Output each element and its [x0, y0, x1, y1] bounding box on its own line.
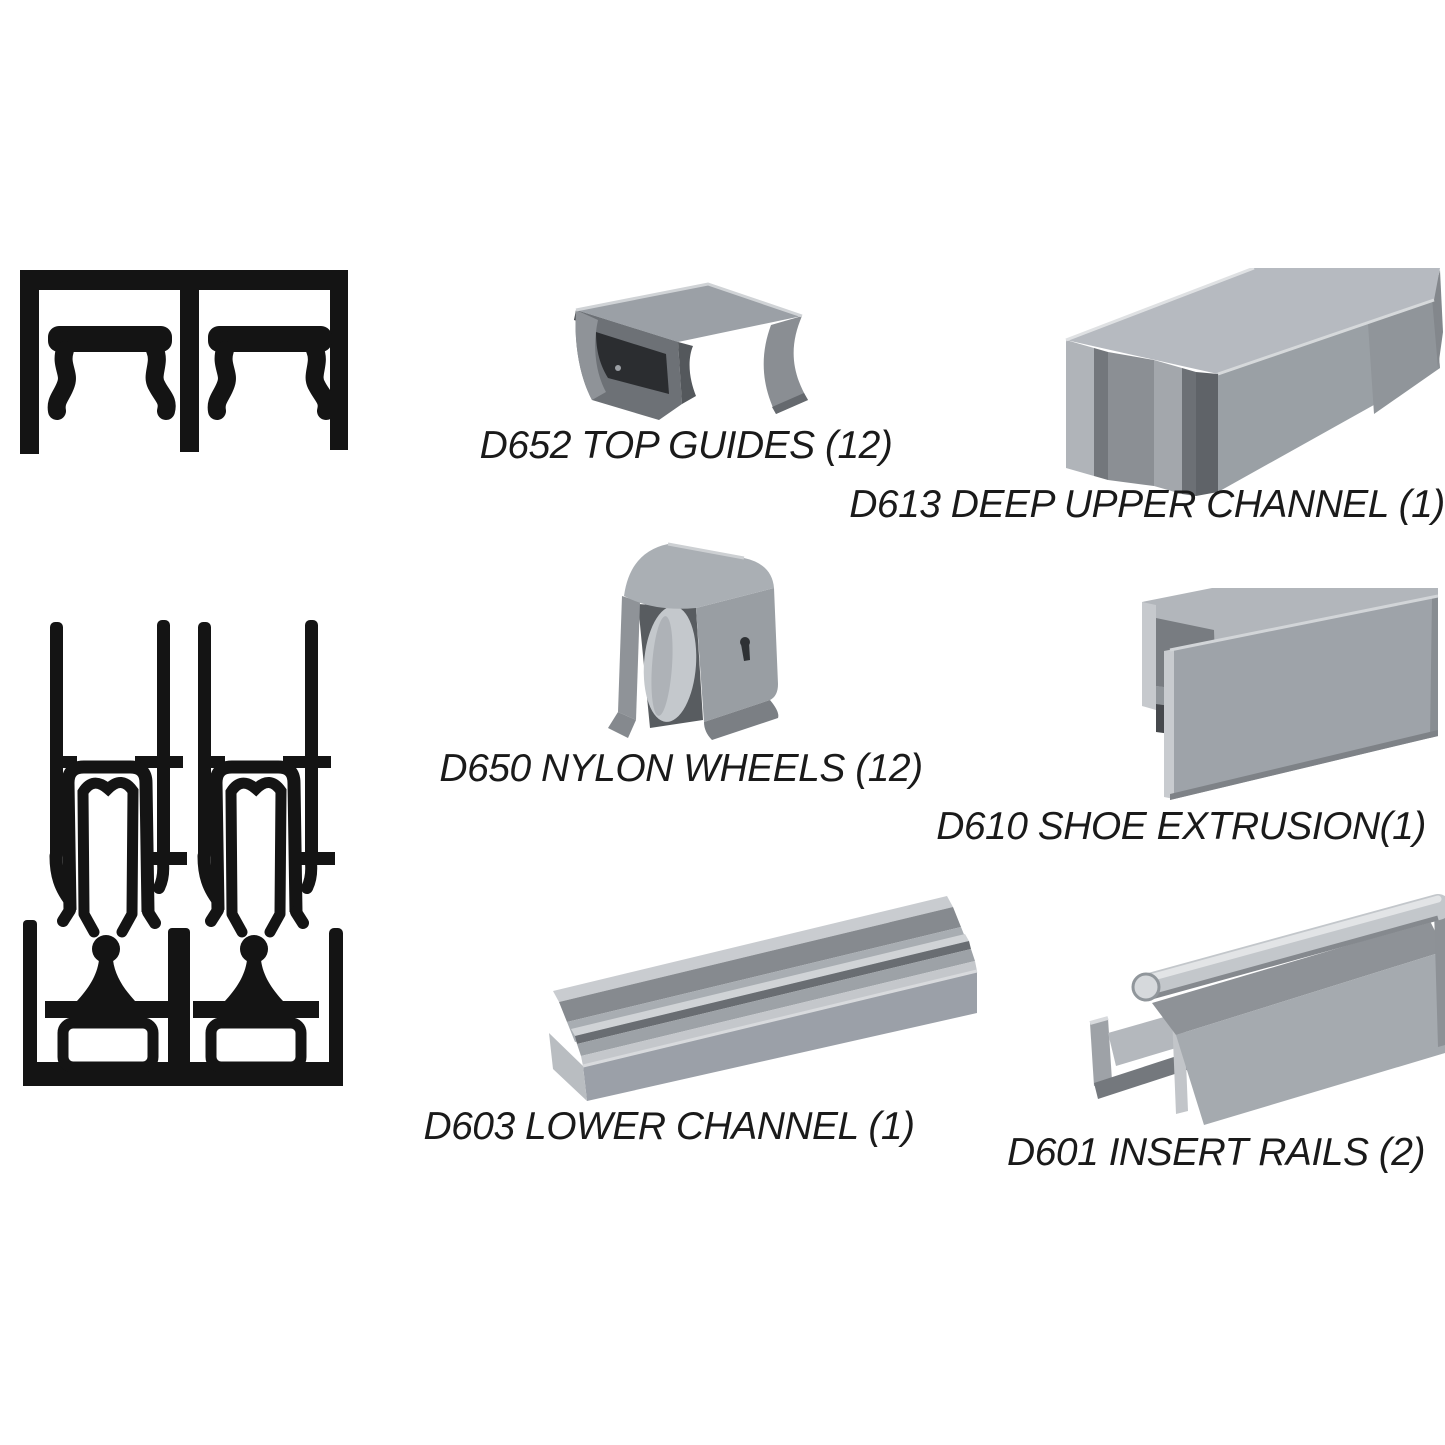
- shoe-extrusion-body: [1142, 588, 1439, 800]
- part-label-d603: D603 LOWER CHANNEL (1): [423, 1105, 915, 1148]
- top-guide-profile-2: [208, 326, 332, 411]
- top-guide-body: [574, 282, 808, 420]
- part-label-d650: D650 NYLON WHEELS (12): [439, 747, 923, 790]
- lower-channel-body: [549, 896, 978, 1101]
- nylon-wheel-body: [608, 542, 779, 740]
- lower-channel-3d-art: [549, 896, 978, 1101]
- part-image-d610-shoe-extrusion: [1112, 588, 1445, 806]
- lower-track-cross-section-diagram: [23, 620, 345, 1088]
- part-label-d613: D613 DEEP UPPER CHANNEL (1): [849, 483, 1445, 526]
- insert-rail-body: [1089, 894, 1445, 1125]
- wheel-assembly-profile-2: [193, 620, 335, 1067]
- insert-rail-3d-art: [1089, 894, 1445, 1125]
- part-image-d603-lower-channel: [535, 883, 980, 1101]
- deep-upper-channel-body: [1065, 268, 1443, 496]
- top-guide-profile: [47, 326, 176, 420]
- upper-track-cross-section-art: [20, 270, 348, 454]
- lower-track-cross-section-art: [23, 620, 343, 1086]
- wheel-assembly-profile: [45, 620, 187, 1073]
- nylon-wheel-3d-art: [608, 542, 779, 740]
- upper-track-cross-section-diagram: [20, 270, 350, 462]
- part-image-d650-nylon-wheel: [592, 524, 822, 754]
- part-label-d601: D601 INSERT RAILS (2): [1007, 1131, 1425, 1174]
- part-label-d652: D652 TOP GUIDES (12): [479, 424, 893, 467]
- part-image-d652-top-guide: [562, 276, 812, 434]
- part-image-d601-insert-rail: [1068, 885, 1445, 1125]
- part-image-d613-deep-upper-channel: [1058, 268, 1445, 498]
- deep-upper-channel-3d-art: [1065, 268, 1443, 496]
- part-label-d610: D610 SHOE EXTRUSION(1): [936, 805, 1426, 848]
- shoe-extrusion-3d-art: [1142, 588, 1439, 800]
- top-guide-3d-art: [574, 282, 808, 420]
